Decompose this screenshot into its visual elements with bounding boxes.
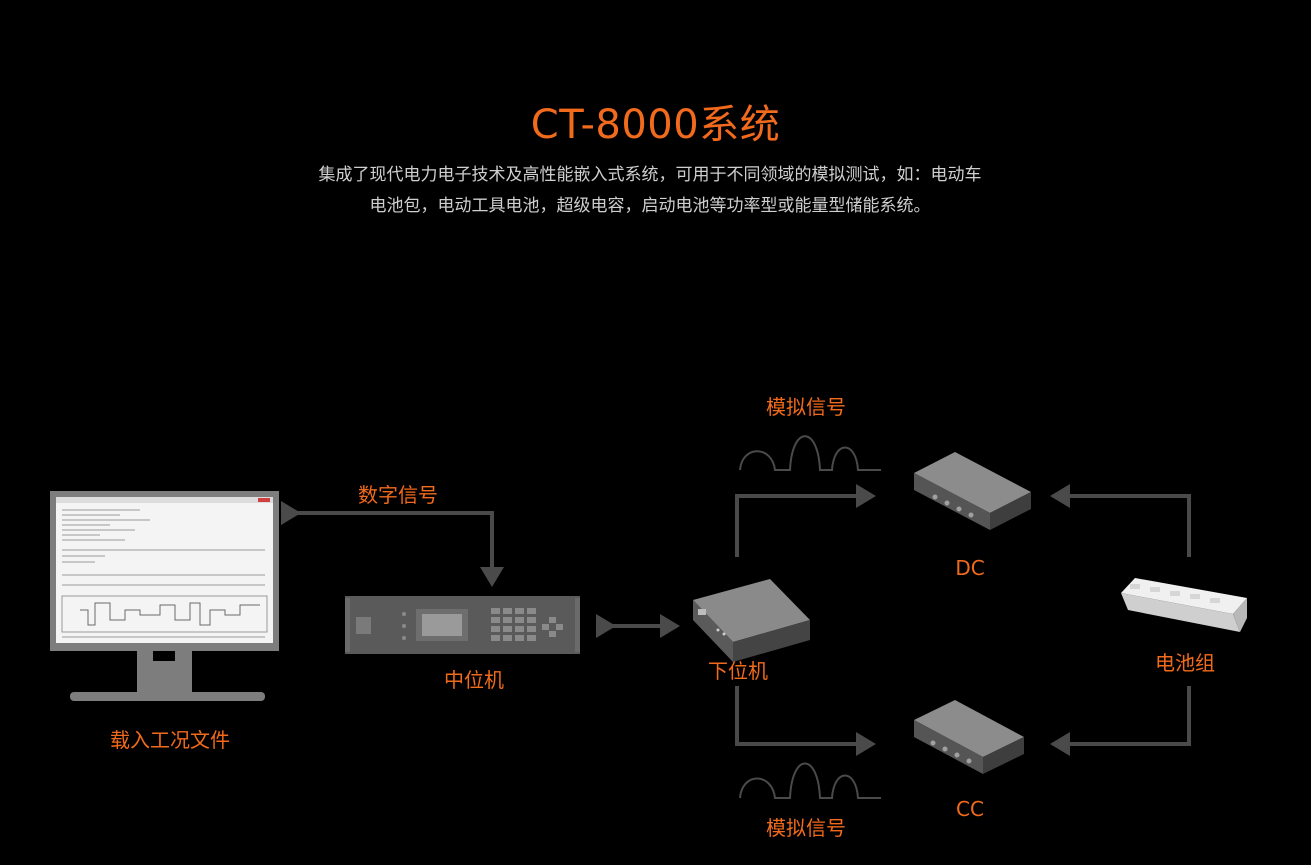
analog-waveform-top-icon (739, 435, 881, 471)
digital-signal-connector (281, 501, 504, 587)
analog-signal-bottom-label: 模拟信号 (766, 816, 846, 840)
battery-to-dc-connector (1050, 484, 1191, 557)
computer-label: 载入工况文件 (110, 728, 230, 752)
analog-waveform-bottom-icon (739, 762, 881, 799)
description-line-2: 电池包，电动工具电池，超级电容，启动电池等功率型或能量型储能系统。 (369, 196, 931, 216)
cc-signal-connector (735, 686, 876, 756)
analog-signal-top-label: 模拟信号 (766, 395, 846, 419)
dc-signal-connector (735, 484, 876, 557)
digital-signal-label: 数字信号 (358, 483, 438, 507)
middle-unit-label: 中位机 (444, 668, 504, 692)
cc-label: CC (956, 797, 984, 821)
lower-unit-label: 下位机 (708, 659, 768, 683)
dc-device-icon (914, 452, 1031, 530)
page-title: CT-8000系统 (530, 102, 781, 148)
lower-unit-device-icon (693, 579, 810, 662)
middle-unit-device-icon (345, 596, 580, 654)
battery-to-cc-connector (1050, 686, 1191, 756)
battery-pack-icon (1121, 578, 1247, 632)
battery-pack-label: 电池组 (1155, 651, 1215, 675)
dc-label: DC (955, 556, 985, 580)
system-description: 集成了现代电力电子技术及高性能嵌入式系统，可用于不同领域的模拟测试，如：电动车 … (290, 160, 1010, 222)
description-line-1: 集成了现代电力电子技术及高性能嵌入式系统，可用于不同领域的模拟测试，如：电动车 (318, 165, 982, 185)
cc-device-icon (914, 700, 1024, 774)
computer-monitor-icon (50, 491, 279, 701)
